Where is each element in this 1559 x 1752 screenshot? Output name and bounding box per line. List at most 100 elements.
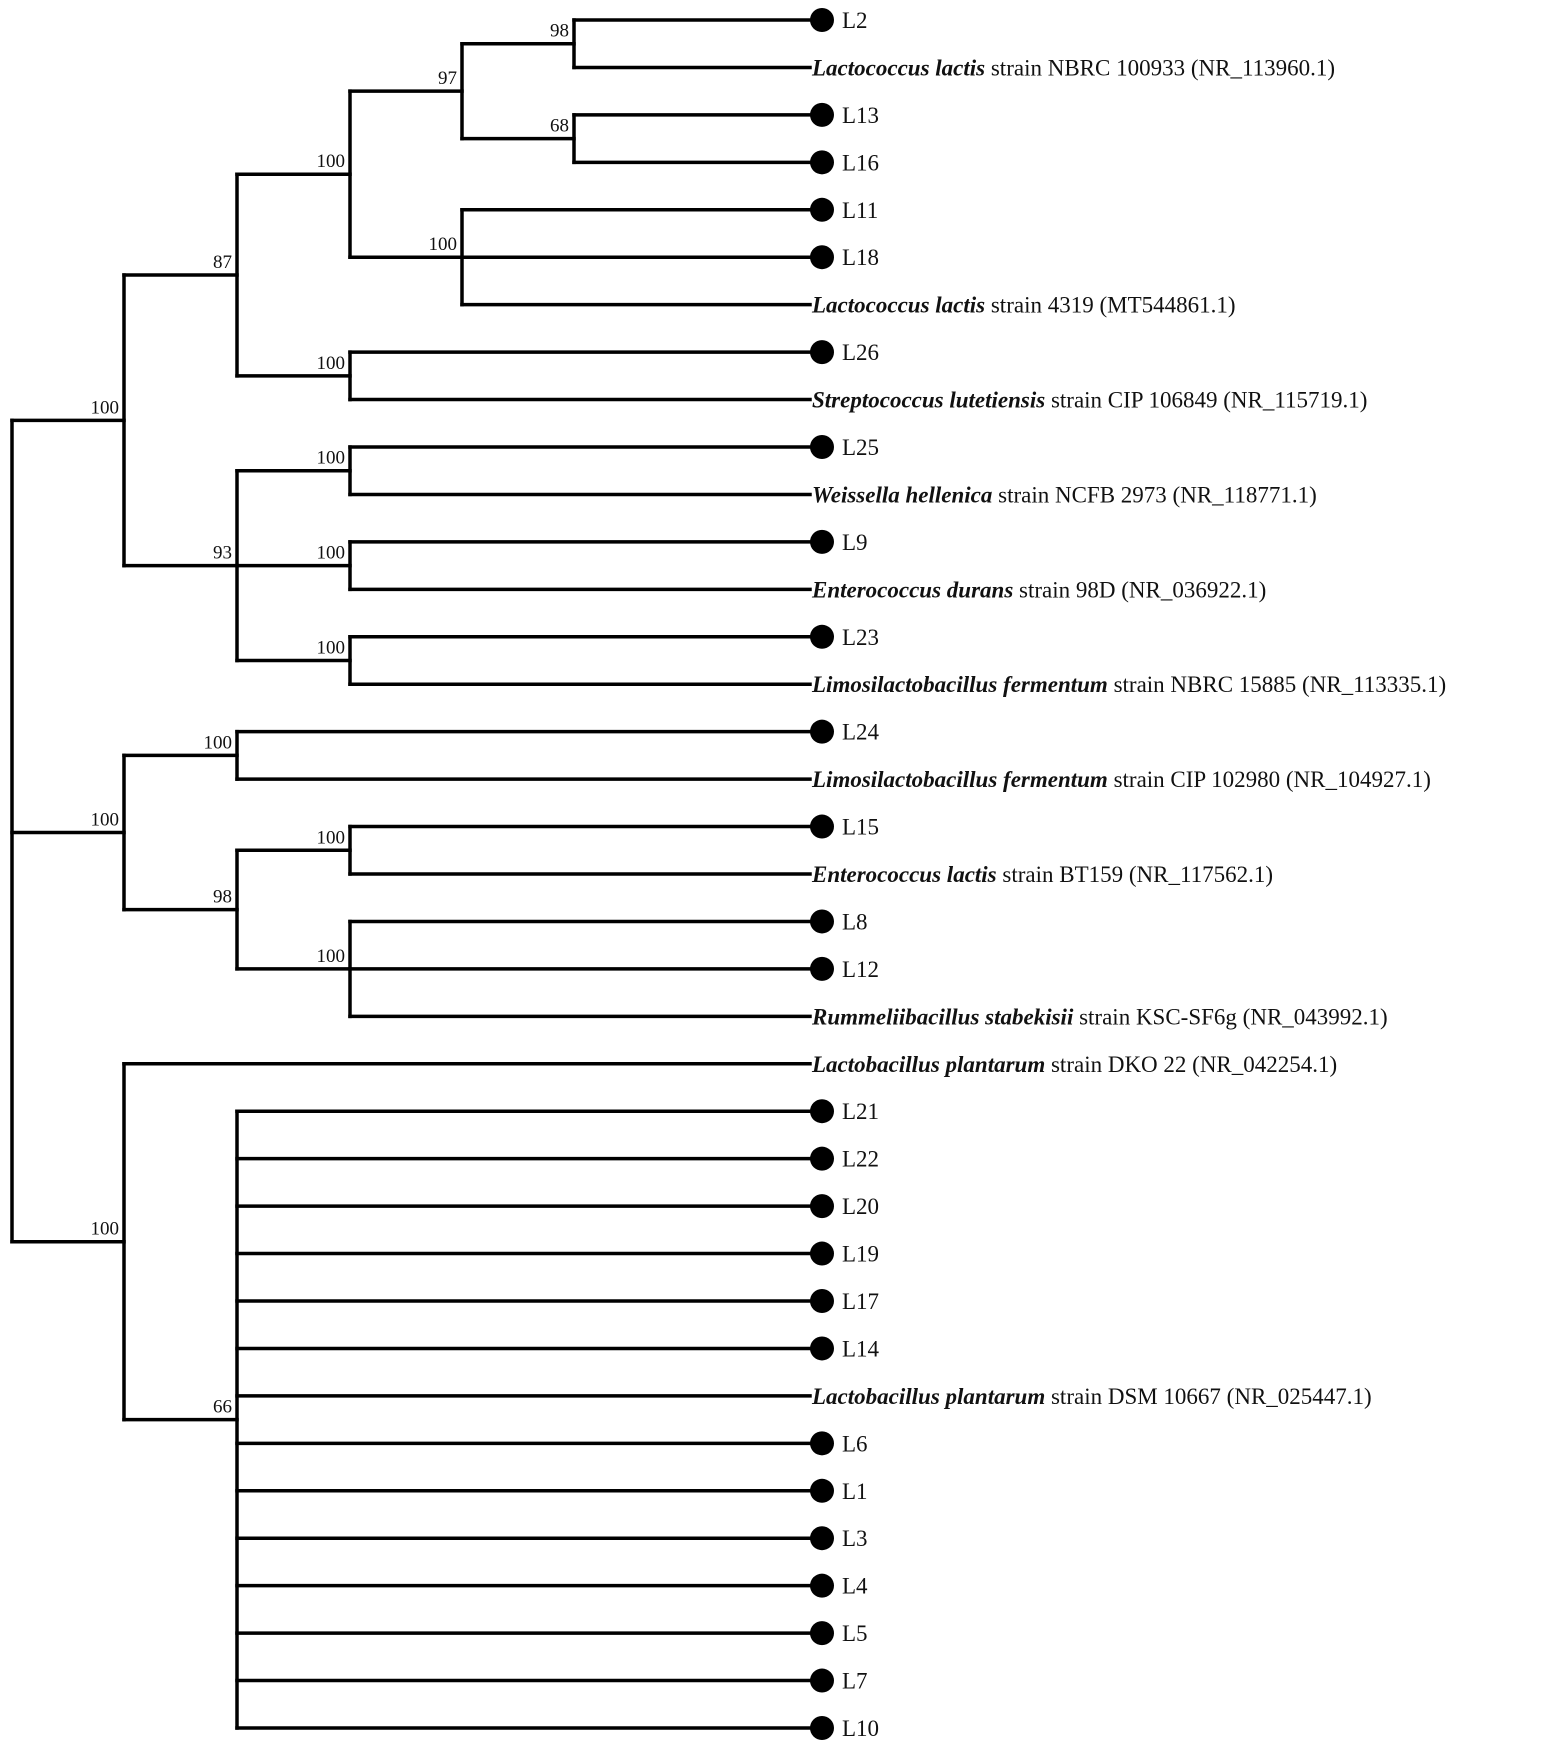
bootstrap-value: 98: [550, 21, 569, 42]
isolate-label: L4: [842, 1574, 868, 1599]
isolate-label: L26: [842, 340, 879, 365]
isolate-marker: [810, 814, 834, 839]
isolate-marker: [810, 1146, 834, 1171]
isolate-marker: [810, 1099, 834, 1124]
bootstrap-value: 100: [91, 1219, 120, 1240]
isolate-label: L12: [842, 957, 879, 982]
isolate-marker: [810, 719, 834, 744]
species-name: Lactococcus lactis: [811, 55, 985, 80]
isolate-marker: [810, 1336, 834, 1361]
bootstrap-value: 98: [213, 887, 232, 908]
bootstrap-value: 100: [317, 543, 346, 564]
isolate-label: L9: [842, 530, 868, 555]
isolate-marker: [810, 1668, 834, 1693]
bootstrap-value: 100: [317, 946, 346, 967]
isolate-marker: [810, 1526, 834, 1551]
isolate-marker: [810, 1194, 834, 1219]
isolate-marker: [810, 8, 834, 32]
isolate-label: L7: [842, 1669, 868, 1694]
isolate-label: L1: [842, 1479, 868, 1504]
species-name: Enterococcus durans: [811, 577, 1013, 602]
reference-strain-label: Rummeliibacillus stabekisii strain KSC-S…: [811, 1004, 1388, 1029]
strain-accession: strain BT159 (NR_117562.1): [997, 862, 1273, 887]
strain-accession: strain 98D (NR_036922.1): [1013, 577, 1266, 602]
reference-strain-label: Streptococcus lutetiensis strain CIP 106…: [812, 388, 1367, 413]
reference-strain-label: Weissella hellenica strain NCFB 2973 (NR…: [812, 482, 1317, 507]
reference-strain-label: Limosilactobacillus fermentum strain NBR…: [811, 672, 1446, 697]
isolate-marker: [810, 1289, 834, 1313]
species-name: Streptococcus lutetiensis: [812, 388, 1045, 413]
isolate-label: L6: [842, 1431, 868, 1456]
isolate-marker: [810, 150, 834, 175]
isolate-marker: [810, 1716, 834, 1740]
isolate-label: L25: [842, 435, 879, 460]
isolate-label: L13: [842, 103, 879, 128]
bootstrap-value: 100: [204, 732, 233, 753]
strain-accession: strain CIP 102980 (NR_104927.1): [1108, 767, 1431, 792]
reference-strain-label: Enterococcus durans strain 98D (NR_03692…: [811, 577, 1266, 602]
isolate-label: L24: [842, 720, 880, 745]
reference-strain-label: Limosilactobacillus fermentum strain CIP…: [811, 767, 1431, 792]
bootstrap-value: 100: [91, 397, 120, 418]
reference-strain-label: Lactococcus lactis strain 4319 (MT544861…: [811, 293, 1236, 318]
isolate-label: L8: [842, 909, 868, 934]
isolate-marker: [810, 245, 834, 270]
species-name: Limosilactobacillus fermentum: [811, 672, 1108, 697]
strain-accession: strain DSM 10667 (NR_025447.1): [1045, 1384, 1371, 1409]
isolate-marker: [810, 435, 834, 459]
isolate-marker: [810, 197, 834, 222]
isolate-marker: [810, 1478, 834, 1503]
isolate-marker: [810, 956, 834, 981]
strain-accession: strain NBRC 15885 (NR_113335.1): [1108, 672, 1446, 697]
bootstrap-values: 1008710097986810010093100100100100100981…: [91, 21, 570, 1418]
species-name: Lactococcus lactis: [811, 293, 985, 318]
isolate-label: L16: [842, 150, 879, 175]
species-name: Limosilactobacillus fermentum: [811, 767, 1108, 792]
species-name: Enterococcus lactis: [811, 862, 997, 887]
species-name: Weissella hellenica: [812, 482, 992, 507]
bootstrap-value: 100: [317, 827, 346, 848]
reference-strain-label: Lactococcus lactis strain NBRC 100933 (N…: [811, 55, 1335, 80]
isolate-label: L5: [842, 1621, 868, 1646]
strain-accession: strain NBRC 100933 (NR_113960.1): [985, 55, 1335, 80]
tree-branches: [10, 18, 812, 1730]
isolate-marker: [810, 1241, 834, 1266]
isolate-marker: [810, 1431, 834, 1456]
isolate-marker: [810, 909, 834, 934]
reference-strain-label: Enterococcus lactis strain BT159 (NR_117…: [811, 862, 1273, 887]
bootstrap-value: 100: [429, 234, 458, 255]
isolate-marker: [810, 1573, 834, 1598]
strain-accession: strain 4319 (MT544861.1): [985, 293, 1235, 318]
bootstrap-value: 100: [317, 638, 346, 659]
strain-accession: strain CIP 106849 (NR_115719.1): [1045, 388, 1367, 413]
bootstrap-value: 93: [213, 543, 232, 564]
species-name: Lactobacillus plantarum: [811, 1384, 1045, 1409]
isolate-label: L15: [842, 815, 879, 840]
isolate-label: L14: [842, 1336, 880, 1361]
strain-accession: strain KSC-SF6g (NR_043992.1): [1073, 1004, 1387, 1029]
isolate-label: L22: [842, 1147, 879, 1172]
isolate-marker: [810, 624, 834, 649]
isolate-label: L19: [842, 1242, 879, 1267]
isolate-label: L11: [842, 198, 878, 223]
isolate-marker: [810, 102, 834, 127]
isolate-label: L3: [842, 1526, 868, 1551]
reference-strain-label: Lactobacillus plantarum strain DSM 10667…: [811, 1384, 1372, 1409]
strain-accession: strain NCFB 2973 (NR_118771.1): [992, 482, 1316, 507]
isolate-label: L2: [842, 8, 868, 33]
bootstrap-value: 100: [317, 353, 346, 374]
reference-strain-label: Lactobacillus plantarum strain DKO 22 (N…: [811, 1052, 1337, 1077]
bootstrap-value: 100: [317, 448, 346, 469]
bootstrap-value: 66: [213, 1397, 232, 1418]
bootstrap-value: 100: [317, 151, 346, 172]
isolate-marker: [810, 1621, 834, 1646]
isolate-marker: [810, 529, 834, 554]
isolate-marker: [810, 340, 834, 365]
species-name: Lactobacillus plantarum: [811, 1052, 1045, 1077]
bootstrap-value: 97: [438, 68, 457, 89]
isolate-label: L17: [842, 1289, 879, 1314]
bootstrap-value: 100: [91, 809, 120, 830]
isolate-label: L18: [842, 245, 879, 270]
